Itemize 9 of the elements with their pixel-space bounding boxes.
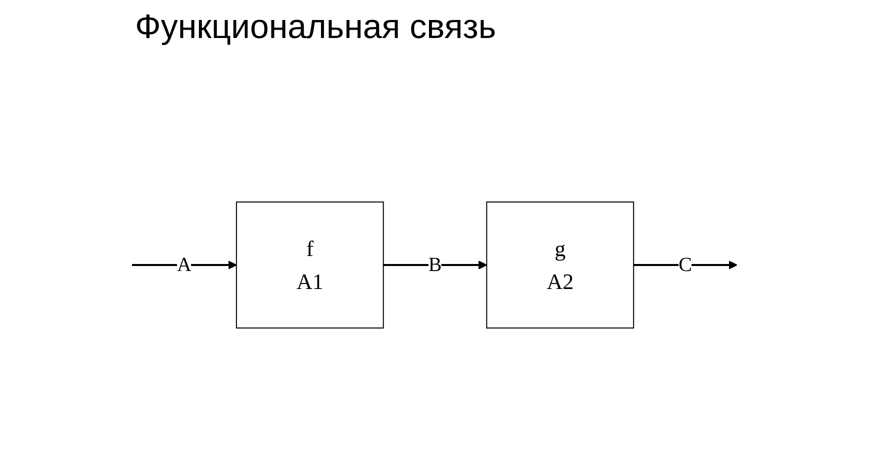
arrow — [634, 260, 738, 270]
arrow — [132, 260, 237, 270]
node-box: f A1 — [236, 202, 384, 328]
arrow — [383, 260, 488, 270]
edge-label: C — [678, 254, 692, 276]
title: Функциональная связь — [135, 8, 496, 47]
edge-label: B — [428, 254, 442, 276]
node-box: g A2 — [486, 202, 634, 328]
edge-label: A — [177, 254, 192, 276]
